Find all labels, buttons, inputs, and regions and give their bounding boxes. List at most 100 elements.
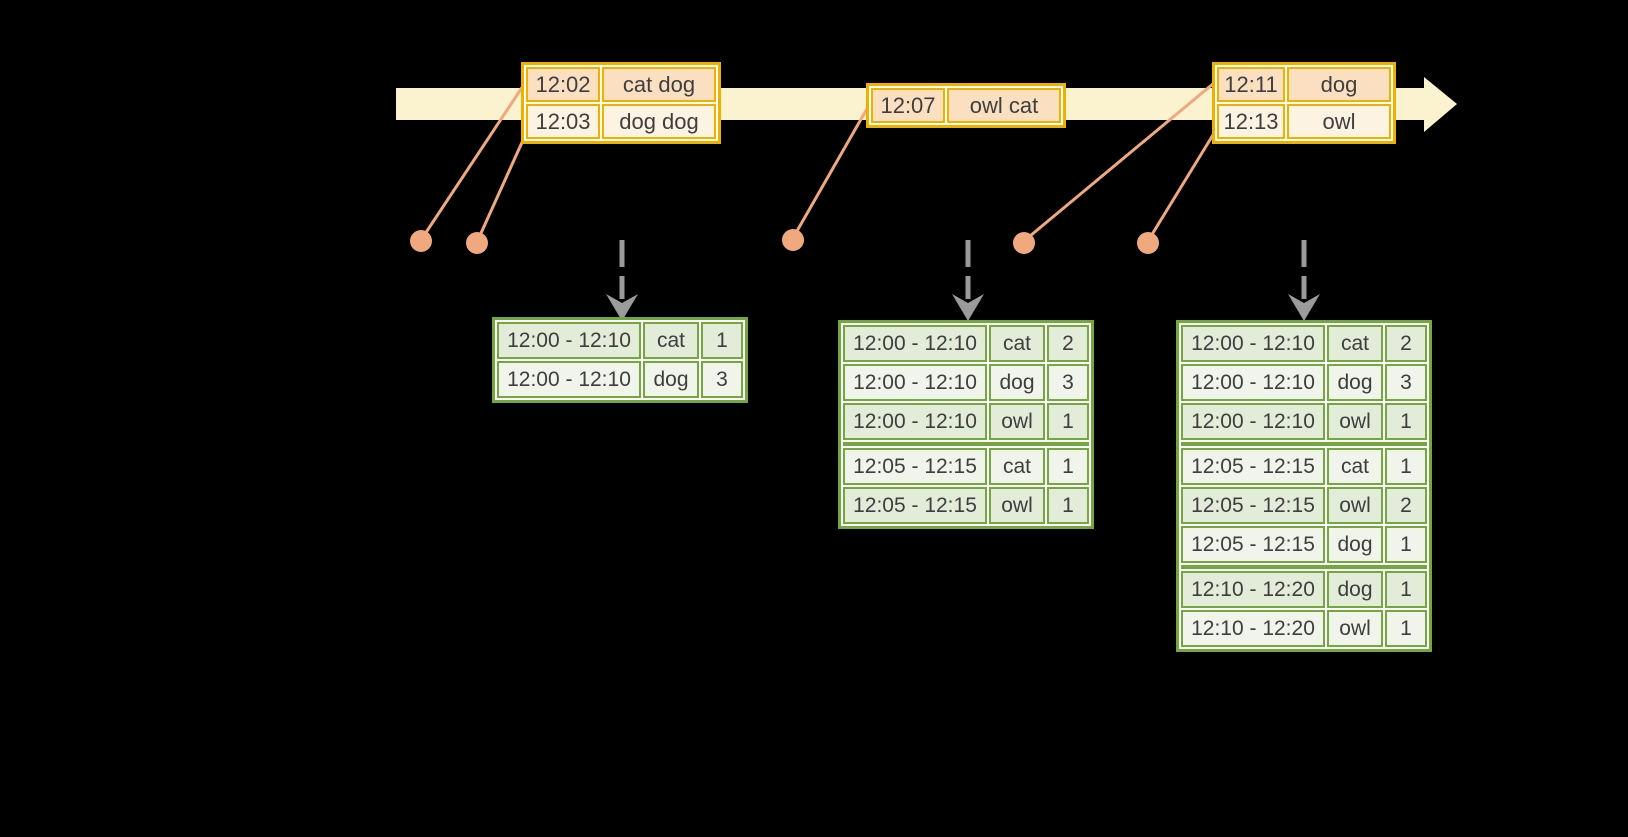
window-group-divider xyxy=(843,442,1089,446)
event-words-cell: owl xyxy=(1287,104,1391,139)
result-count-cell: 1 xyxy=(1385,403,1427,440)
event-words-cell: dog dog xyxy=(602,104,716,139)
event-row: 12:03 dog dog xyxy=(526,104,716,139)
result-row: 12:05 - 12:15 cat 1 xyxy=(1181,448,1427,485)
event-words-cell: cat dog xyxy=(602,67,716,102)
result-window-cell: 12:00 - 12:10 xyxy=(1181,403,1325,440)
result-word-cell: owl xyxy=(989,403,1045,440)
result-word-cell: owl xyxy=(989,487,1045,524)
result-word-cell: owl xyxy=(1327,403,1383,440)
result-row: 12:05 - 12:15 owl 1 xyxy=(843,487,1089,524)
result-count-cell: 1 xyxy=(1385,448,1427,485)
result-count-cell: 2 xyxy=(1047,325,1089,362)
result-table-3: 12:00 - 12:10 cat 2 12:00 - 12:10 dog 3 … xyxy=(1176,320,1432,652)
result-count-cell: 3 xyxy=(701,361,743,398)
result-word-cell: dog xyxy=(1327,571,1383,608)
result-window-cell: 12:05 - 12:15 xyxy=(843,487,987,524)
event-time-cell: 12:13 xyxy=(1217,104,1285,139)
result-row: 12:00 - 12:10 dog 3 xyxy=(843,364,1089,401)
event-connector-line xyxy=(475,137,526,243)
event-row: 12:11 dog xyxy=(1217,67,1391,102)
timeline-arrow-head-icon xyxy=(1424,77,1457,132)
down-arrow-icon xyxy=(952,294,984,321)
result-table-1: 12:00 - 12:10 cat 1 12:00 - 12:10 dog 3 xyxy=(492,317,748,403)
result-row: 12:00 - 12:10 owl 1 xyxy=(843,403,1089,440)
result-count-cell: 2 xyxy=(1385,325,1427,362)
result-row: 12:00 - 12:10 cat 2 xyxy=(1181,325,1427,362)
result-window-cell: 12:00 - 12:10 xyxy=(497,361,641,398)
result-row: 12:10 - 12:20 owl 1 xyxy=(1181,610,1427,647)
event-dot-icon xyxy=(1013,232,1035,254)
result-word-cell: cat xyxy=(989,448,1045,485)
event-row: 12:02 cat dog xyxy=(526,67,716,102)
result-row: 12:00 - 12:10 owl 1 xyxy=(1181,403,1427,440)
event-row: 12:13 owl xyxy=(1217,104,1391,139)
event-table-2: 12:07 owl cat xyxy=(866,83,1066,128)
result-count-cell: 2 xyxy=(1385,487,1427,524)
result-word-cell: dog xyxy=(1327,364,1383,401)
event-time-cell: 12:03 xyxy=(526,104,600,139)
event-connector-line xyxy=(791,106,870,239)
result-row: 12:05 - 12:15 cat 1 xyxy=(843,448,1089,485)
result-row: 12:00 - 12:10 cat 1 xyxy=(497,322,743,359)
result-window-cell: 12:00 - 12:10 xyxy=(843,403,987,440)
result-count-cell: 1 xyxy=(1385,571,1427,608)
result-row: 12:00 - 12:10 dog 3 xyxy=(1181,364,1427,401)
result-row: 12:00 - 12:10 cat 2 xyxy=(843,325,1089,362)
result-window-cell: 12:00 - 12:10 xyxy=(1181,325,1325,362)
event-dot-icon xyxy=(466,232,488,254)
result-row: 12:00 - 12:10 dog 3 xyxy=(497,361,743,398)
result-window-cell: 12:05 - 12:15 xyxy=(1181,526,1325,563)
result-word-cell: cat xyxy=(989,325,1045,362)
result-window-cell: 12:00 - 12:10 xyxy=(843,325,987,362)
result-count-cell: 1 xyxy=(1385,610,1427,647)
result-word-cell: owl xyxy=(1327,610,1383,647)
result-window-cell: 12:10 - 12:20 xyxy=(1181,610,1325,647)
trigger-arrows xyxy=(619,240,1307,299)
result-count-cell: 1 xyxy=(701,322,743,359)
window-group-divider xyxy=(1181,442,1427,446)
result-count-cell: 1 xyxy=(1385,526,1427,563)
event-time-cell: 12:02 xyxy=(526,67,600,102)
result-word-cell: dog xyxy=(1327,526,1383,563)
result-word-cell: dog xyxy=(989,364,1045,401)
event-dot-icon xyxy=(1137,232,1159,254)
result-window-cell: 12:00 - 12:10 xyxy=(497,322,641,359)
result-window-cell: 12:00 - 12:10 xyxy=(1181,364,1325,401)
result-window-cell: 12:00 - 12:10 xyxy=(843,364,987,401)
event-dots xyxy=(410,229,1159,254)
event-connector-line xyxy=(1023,81,1215,243)
result-count-cell: 1 xyxy=(1047,448,1089,485)
result-count-cell: 1 xyxy=(1047,403,1089,440)
result-word-cell: cat xyxy=(1327,448,1383,485)
result-table-2: 12:00 - 12:10 cat 2 12:00 - 12:10 dog 3 … xyxy=(838,320,1094,529)
down-arrow-icon xyxy=(1288,294,1320,321)
result-row: 12:10 - 12:20 dog 1 xyxy=(1181,571,1427,608)
window-group-divider xyxy=(1181,565,1427,569)
down-arrow-icon xyxy=(606,294,638,321)
event-time-cell: 12:11 xyxy=(1217,67,1285,102)
result-window-cell: 12:05 - 12:15 xyxy=(1181,448,1325,485)
result-word-cell: cat xyxy=(643,322,699,359)
result-count-cell: 3 xyxy=(1385,364,1427,401)
result-word-cell: dog xyxy=(643,361,699,398)
result-count-cell: 3 xyxy=(1047,364,1089,401)
event-table-3: 12:11 dog 12:13 owl xyxy=(1212,62,1396,144)
event-time-cell: 12:07 xyxy=(871,88,945,123)
result-count-cell: 1 xyxy=(1047,487,1089,524)
trigger-arrowheads xyxy=(606,294,1320,321)
event-table-1: 12:02 cat dog 12:03 dog dog xyxy=(521,62,721,144)
event-row: 12:07 owl cat xyxy=(871,88,1061,123)
event-words-cell: dog xyxy=(1287,67,1391,102)
event-connector-line xyxy=(1146,129,1218,242)
result-word-cell: owl xyxy=(1327,487,1383,524)
result-window-cell: 12:05 - 12:15 xyxy=(843,448,987,485)
result-window-cell: 12:10 - 12:20 xyxy=(1181,571,1325,608)
result-row: 12:05 - 12:15 owl 2 xyxy=(1181,487,1427,524)
result-window-cell: 12:05 - 12:15 xyxy=(1181,487,1325,524)
event-connector-line xyxy=(419,85,525,241)
event-connector-lines xyxy=(419,81,1218,243)
event-words-cell: owl cat xyxy=(947,88,1061,123)
event-dot-icon xyxy=(782,229,804,251)
